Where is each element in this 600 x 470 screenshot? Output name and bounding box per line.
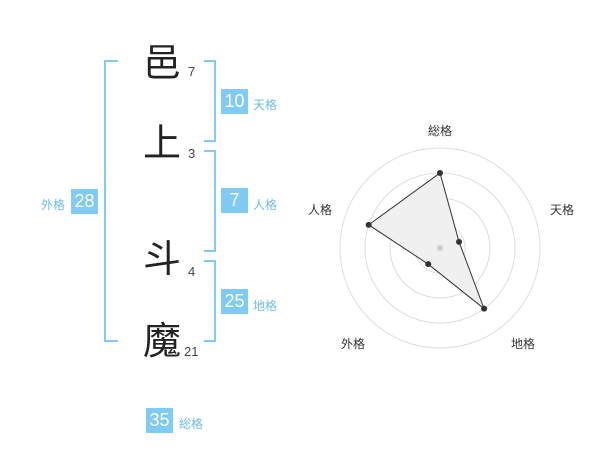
jinkaku-bracket — [204, 150, 216, 252]
name-char-2: 上 — [143, 121, 182, 165]
radar-point-1 — [456, 238, 463, 245]
name-char-1: 邑 — [143, 41, 182, 85]
radar-point-0 — [437, 170, 443, 176]
radar-point-3 — [425, 261, 432, 268]
stroke-count-3: 4 — [188, 264, 196, 279]
jinkaku-value-box: 7 — [221, 188, 248, 213]
soukaku-label: 総格 — [179, 417, 204, 431]
radar-label-jinkaku: 人格 — [308, 203, 333, 217]
radar-grid-ring — [339, 147, 541, 349]
stroke-count-4: 21 — [184, 344, 199, 359]
jinkaku-label: 人格 — [253, 198, 278, 212]
gaikaku-label: 外格 — [41, 198, 66, 212]
chikaku-value-box: 25 — [221, 289, 248, 314]
chikaku-label: 地格 — [253, 299, 278, 313]
soukaku-value-box: 35 — [146, 408, 173, 433]
name-char-3: 斗 — [143, 237, 182, 281]
stroke-count-2: 3 — [188, 146, 196, 161]
radar-label-soukaku: 総格 — [428, 124, 453, 138]
radar-label-chikaku: 地格 — [511, 337, 536, 351]
radar-series-polygon — [367, 172, 486, 311]
chikaku-bracket — [204, 260, 216, 342]
gaikaku-value-box: 28 — [71, 189, 98, 214]
radar-label-tenkaku: 天格 — [550, 203, 575, 217]
radar-point-2 — [481, 305, 488, 312]
radar-point-4 — [365, 221, 372, 228]
name-char-4: 魔 — [143, 319, 182, 363]
tenkaku-label: 天格 — [253, 98, 278, 112]
tenkaku-bracket — [204, 60, 216, 142]
tenkaku-value-box: 10 — [221, 89, 248, 114]
stroke-count-1: 7 — [188, 64, 196, 79]
gaikaku-bracket — [104, 60, 118, 342]
radar-label-gaikaku: 外格 — [341, 337, 366, 351]
radar-center-dot — [437, 245, 443, 251]
